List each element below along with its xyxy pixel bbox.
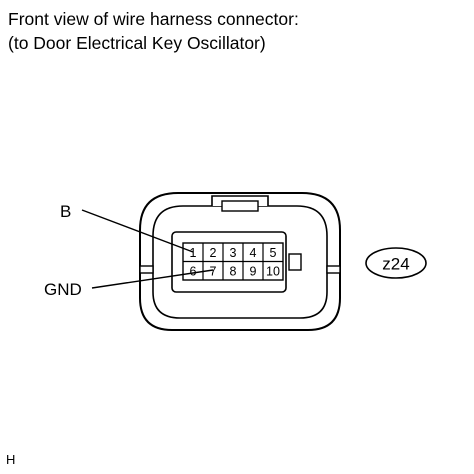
connector-key-tab: [288, 253, 302, 271]
pin-grid: [182, 242, 284, 281]
pin-3: 3: [230, 246, 237, 260]
pin-10: 10: [266, 265, 280, 279]
pin-1: 1: [190, 246, 197, 260]
pin-4: 4: [250, 246, 257, 260]
connector-inner-housing: [152, 205, 328, 319]
callout-gnd-label: GND: [44, 280, 82, 299]
connector-side-ribs: [139, 265, 341, 274]
callout-b-label: B: [60, 202, 71, 221]
pin-cavity-frame: [171, 231, 287, 293]
diagram-title: Front view of wire harness connector: (t…: [8, 7, 299, 55]
pin-7: 7: [210, 265, 217, 279]
title-line-2: (to Door Electrical Key Oscillator): [8, 33, 266, 53]
pin-9: 9: [250, 265, 257, 279]
pin-6: 6: [190, 265, 197, 279]
pin-2: 2: [210, 246, 217, 260]
diagram-id-badge: [365, 247, 427, 279]
title-line-1: Front view of wire harness connector:: [8, 9, 299, 29]
callout-b-leader: [81, 209, 194, 253]
pin-8: 8: [230, 265, 237, 279]
diagram-id-text: z24: [382, 255, 409, 274]
footer-marker: H: [6, 452, 16, 467]
connector-latch: [211, 195, 269, 212]
callout-gnd-leader: [91, 269, 214, 289]
pin-5: 5: [270, 246, 277, 260]
